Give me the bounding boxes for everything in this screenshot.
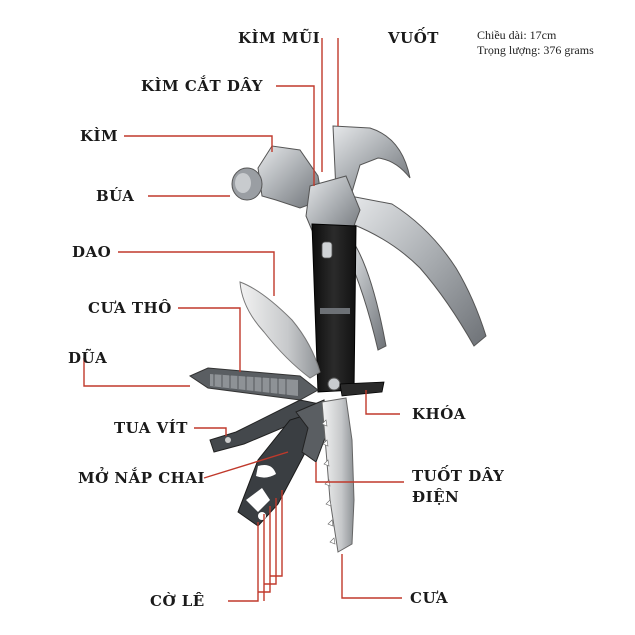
- knife-blade: [240, 282, 320, 378]
- label-bottle-opener: MỞ NẮP CHAI: [78, 469, 205, 487]
- label-knife: DAO: [72, 243, 111, 261]
- label-file: DŨA: [68, 349, 107, 367]
- label-hammer: BÚA: [96, 187, 134, 205]
- label-saw: CƯA: [410, 589, 448, 607]
- label-coarse-saw: CƯA THÔ: [88, 299, 172, 317]
- label-pliers: KÌM: [80, 127, 118, 145]
- leader-saw: [342, 554, 402, 598]
- label-wrench: CỜ LÊ: [150, 592, 205, 610]
- label-claw: VUỐT: [388, 29, 439, 47]
- leader-screwdriver: [194, 428, 226, 436]
- label-lock: KHÓA: [412, 405, 466, 423]
- leader-coarse-saw: [178, 308, 240, 372]
- label-screwdriver: TUA VÍT: [114, 419, 188, 437]
- leader-pliers: [124, 136, 272, 152]
- leader-wrench-1: [228, 522, 258, 601]
- label-wire-stripper-line2: ĐIỆN: [412, 488, 459, 506]
- plier-handle: [350, 196, 486, 346]
- saw-blade: [322, 398, 354, 552]
- label-wire-stripper-line1: TUỐT DÂY: [412, 467, 504, 485]
- label-wire-cutter: KÌM CẮT DÂY: [141, 77, 263, 95]
- label-nose-pliers: KÌM MŨI: [238, 29, 320, 47]
- spec-length: Chiều dài: 17cm: [477, 28, 556, 43]
- spec-weight: Trọng lượng: 376 grams: [477, 43, 594, 58]
- leader-lock: [366, 390, 400, 414]
- lock-tab: [340, 382, 384, 396]
